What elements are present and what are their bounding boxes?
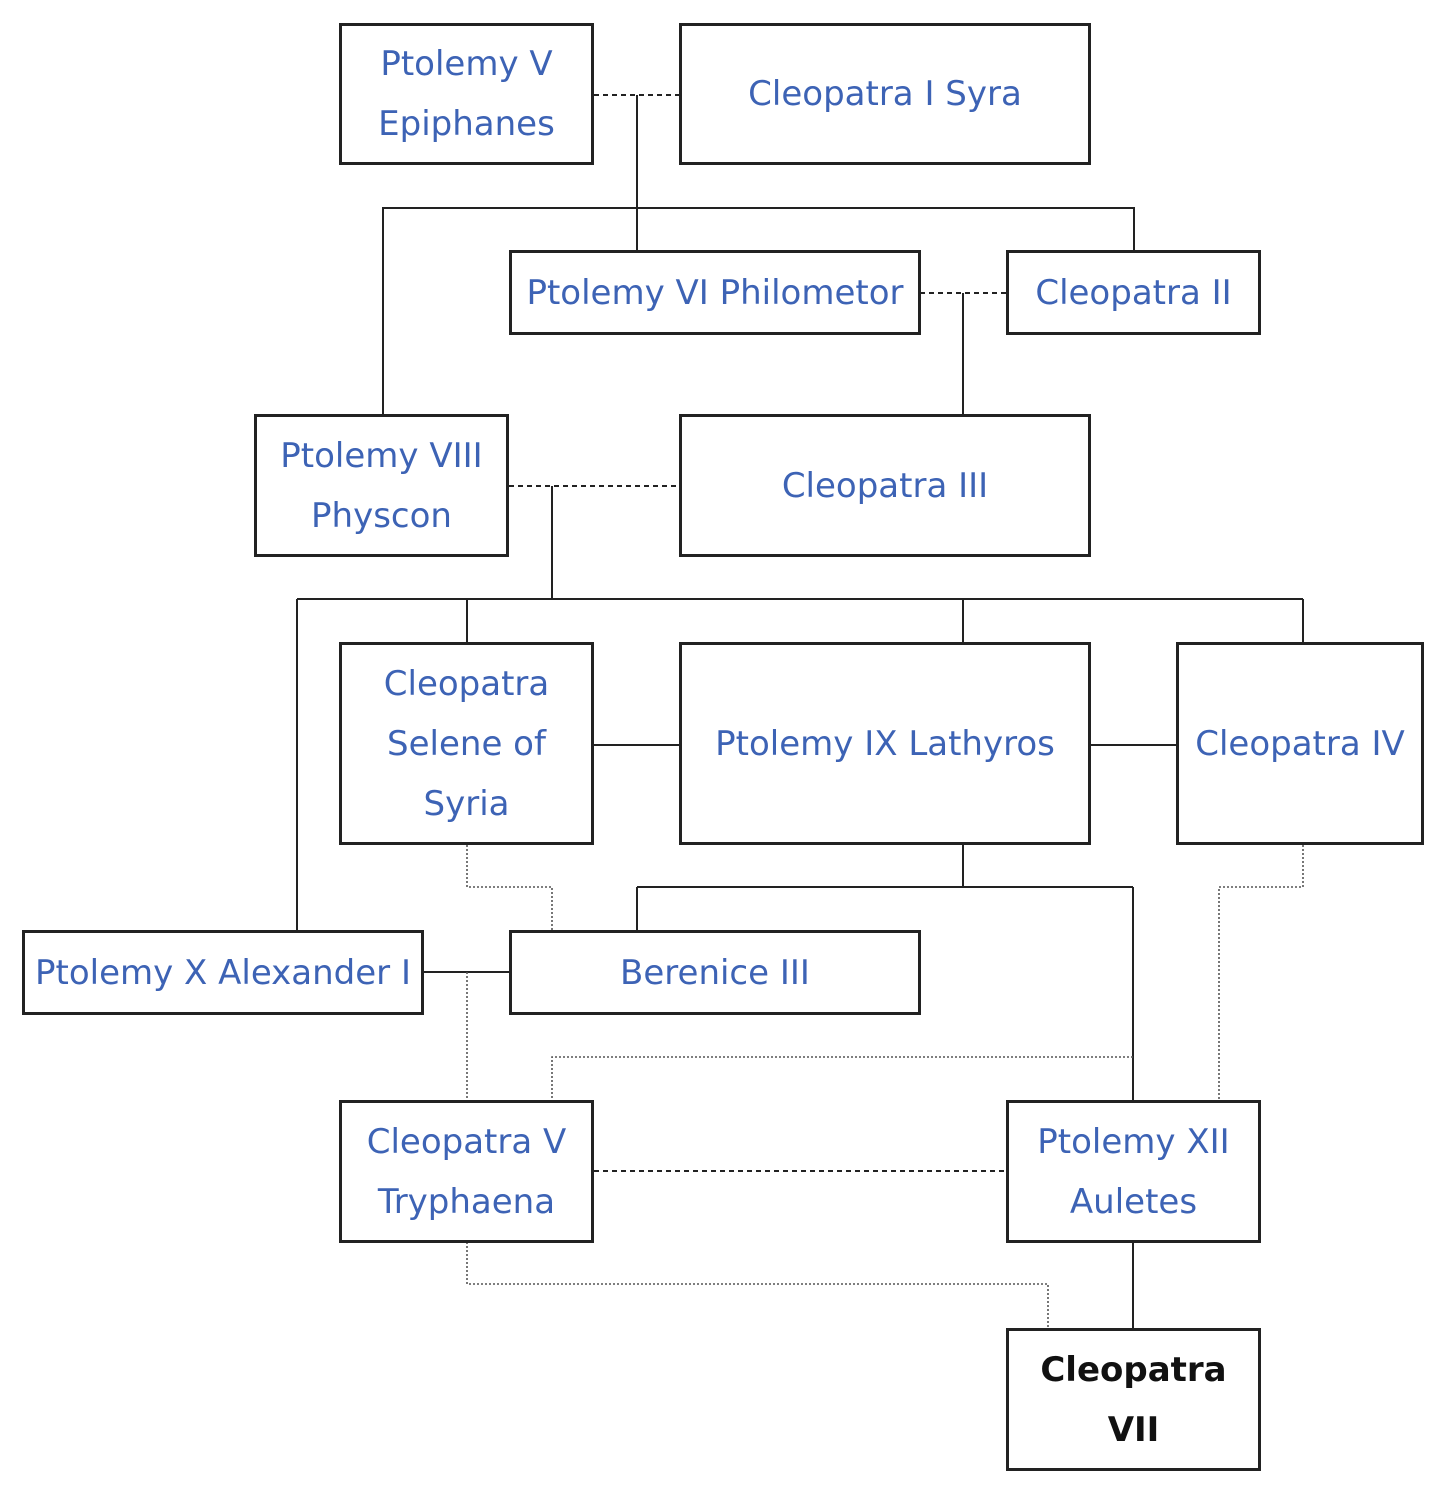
person-cleopatra-i-label: Cleopatra I Syra [748,74,1022,114]
possible-descent-line-selene-berenice [466,845,553,931]
person-ptolemy-xii-label: Ptolemy XII Auletes [1037,1121,1230,1222]
person-ptolemy-ix[interactable]: Ptolemy IX Lathyros [679,642,1091,845]
person-ptolemy-ix-label: Ptolemy IX Lathyros [715,723,1055,764]
person-cleopatra-i[interactable]: Cleopatra I Syra [679,23,1091,165]
person-cleopatra-vii: Cleopatra VII [1006,1328,1261,1471]
person-cleopatra-v[interactable]: Cleopatra V Tryphaena [339,1100,594,1243]
possible-descent-line-ptolemy-ix-cleopatra-v [551,1056,1133,1101]
person-ptolemy-viii-label: Ptolemy VIII Physcon [280,435,483,536]
person-ptolemy-x[interactable]: Ptolemy X Alexander I [22,930,424,1015]
person-cleopatra-ii[interactable]: Cleopatra II [1006,250,1261,335]
person-ptolemy-v[interactable]: Ptolemy V Epiphanes [339,23,594,165]
person-ptolemy-x-label: Ptolemy X Alexander I [35,952,411,993]
person-cleopatra-iv[interactable]: Cleopatra IV [1176,642,1424,845]
person-cleopatra-iii-label: Cleopatra III [781,465,989,506]
person-ptolemy-xii[interactable]: Ptolemy XII Auletes [1006,1100,1261,1243]
possible-descent-line-cleopatra-iv-ptolemy-xii [1218,845,1304,1101]
person-cleopatra-ii-label: Cleopatra II [1035,272,1232,313]
person-cleopatra-iv-label: Cleopatra IV [1195,723,1405,764]
person-cleopatra-v-label: Cleopatra V Tryphaena [366,1121,567,1222]
person-ptolemy-v-label: Ptolemy V Epiphanes [378,44,555,144]
descent-line-ptolemy-v-children [382,95,1135,415]
person-berenice-iii[interactable]: Berenice III [509,930,921,1015]
descent-line-ptolemy-viii-children [296,486,1304,931]
person-ptolemy-vi-label: Ptolemy VI Philometor [526,272,904,313]
person-cleopatra-selene-label: Cleopatra Selene of Syria [383,663,550,824]
person-cleopatra-selene[interactable]: Cleopatra Selene of Syria [339,642,594,845]
person-berenice-iii-label: Berenice III [620,952,810,993]
person-ptolemy-viii[interactable]: Ptolemy VIII Physcon [254,414,509,557]
person-ptolemy-vi[interactable]: Ptolemy VI Philometor [509,250,921,335]
descent-line-ptolemy-ix-children [636,844,1134,1101]
possible-descent-line-cleopatra-v-cleopatra-vii [466,1242,1049,1329]
person-cleopatra-iii[interactable]: Cleopatra III [679,414,1091,557]
person-cleopatra-vii-label: Cleopatra VII [1040,1349,1227,1450]
